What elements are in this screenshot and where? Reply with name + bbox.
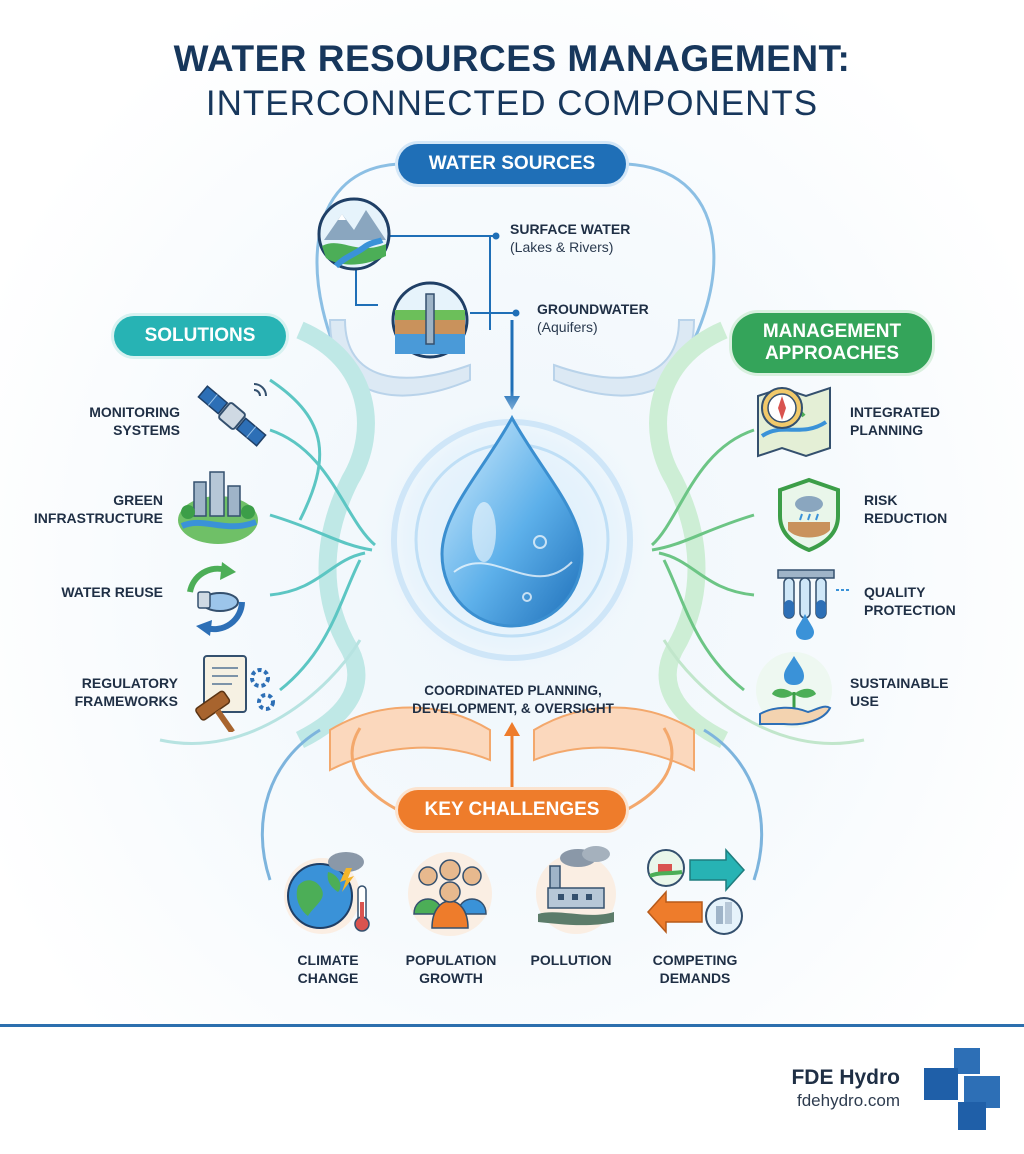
footer-divider	[0, 1024, 1024, 1027]
shield-storm-icon	[778, 477, 840, 552]
challenge-pollution-label: POLLUTION	[530, 952, 612, 968]
solution-monitoring-label: MONITORING SYSTEMS	[89, 404, 180, 439]
groundwater-label: GROUNDWATER	[537, 301, 649, 317]
brand-website: fdehydro.com	[797, 1091, 900, 1110]
section-key-challenges: KEY CHALLENGES	[398, 790, 626, 830]
section-solutions: SOLUTIONS	[114, 316, 286, 356]
footer	[0, 1027, 1024, 1154]
surface-water-label: SURFACE WATER	[510, 221, 631, 237]
solution-green-infrastructure-label: GREEN INFRASTRUCTURE	[33, 492, 163, 527]
aquifer-well-icon	[391, 281, 469, 359]
brand-name: FDE Hydro	[791, 1066, 900, 1089]
satellite-icon	[197, 383, 267, 447]
hand-sprout-icon	[756, 652, 832, 728]
solution-water-reuse-label: WATER REUSE	[61, 584, 163, 600]
section-management-approaches: MANAGEMENT APPROACHES	[732, 313, 932, 373]
center-caption: COORDINATED PLANNING, DEVELOPMENT, & OVE…	[412, 683, 614, 717]
map-compass-icon	[757, 386, 831, 458]
section-water-sources: WATER SOURCES	[398, 144, 626, 184]
surface-water-sub: (Lakes & Rivers)	[510, 239, 614, 255]
challenge-competing-label: COMPETING DEMANDS	[652, 952, 738, 987]
fde-logo-icon	[924, 1048, 1000, 1130]
groundwater-sub: (Aquifers)	[537, 319, 598, 335]
management-sustainable-label: SUSTAINABLE USE	[850, 675, 949, 710]
challenge-climate-label: CLIMATE CHANGE	[297, 952, 359, 987]
management-risk-label: RISK REDUCTION	[864, 492, 948, 527]
mountain-river-icon	[317, 197, 391, 271]
page-subtitle: INTERCONNECTED COMPONENTS	[205, 84, 819, 123]
management-integrated-label: INTEGRATED PLANNING	[850, 404, 940, 439]
globe-thermometer-icon	[284, 852, 370, 934]
competing-arrows-icon	[646, 848, 746, 935]
recycle-icon	[187, 562, 245, 636]
people-group-icon	[408, 852, 492, 936]
test-tubes-icon	[777, 569, 850, 640]
management-quality-label: QUALITY PROTECTION	[864, 584, 956, 619]
page-title: WATER RESOURCES MANAGEMENT:	[173, 38, 851, 79]
solution-regulatory-label: REGULATORY FRAMEWORKS	[74, 675, 178, 710]
green-city-icon	[178, 471, 258, 544]
gavel-document-icon	[195, 655, 275, 732]
factory-smoke-icon	[536, 846, 616, 934]
water-drop-icon	[440, 414, 584, 628]
challenge-population-label: POPULATION GROWTH	[405, 952, 497, 987]
